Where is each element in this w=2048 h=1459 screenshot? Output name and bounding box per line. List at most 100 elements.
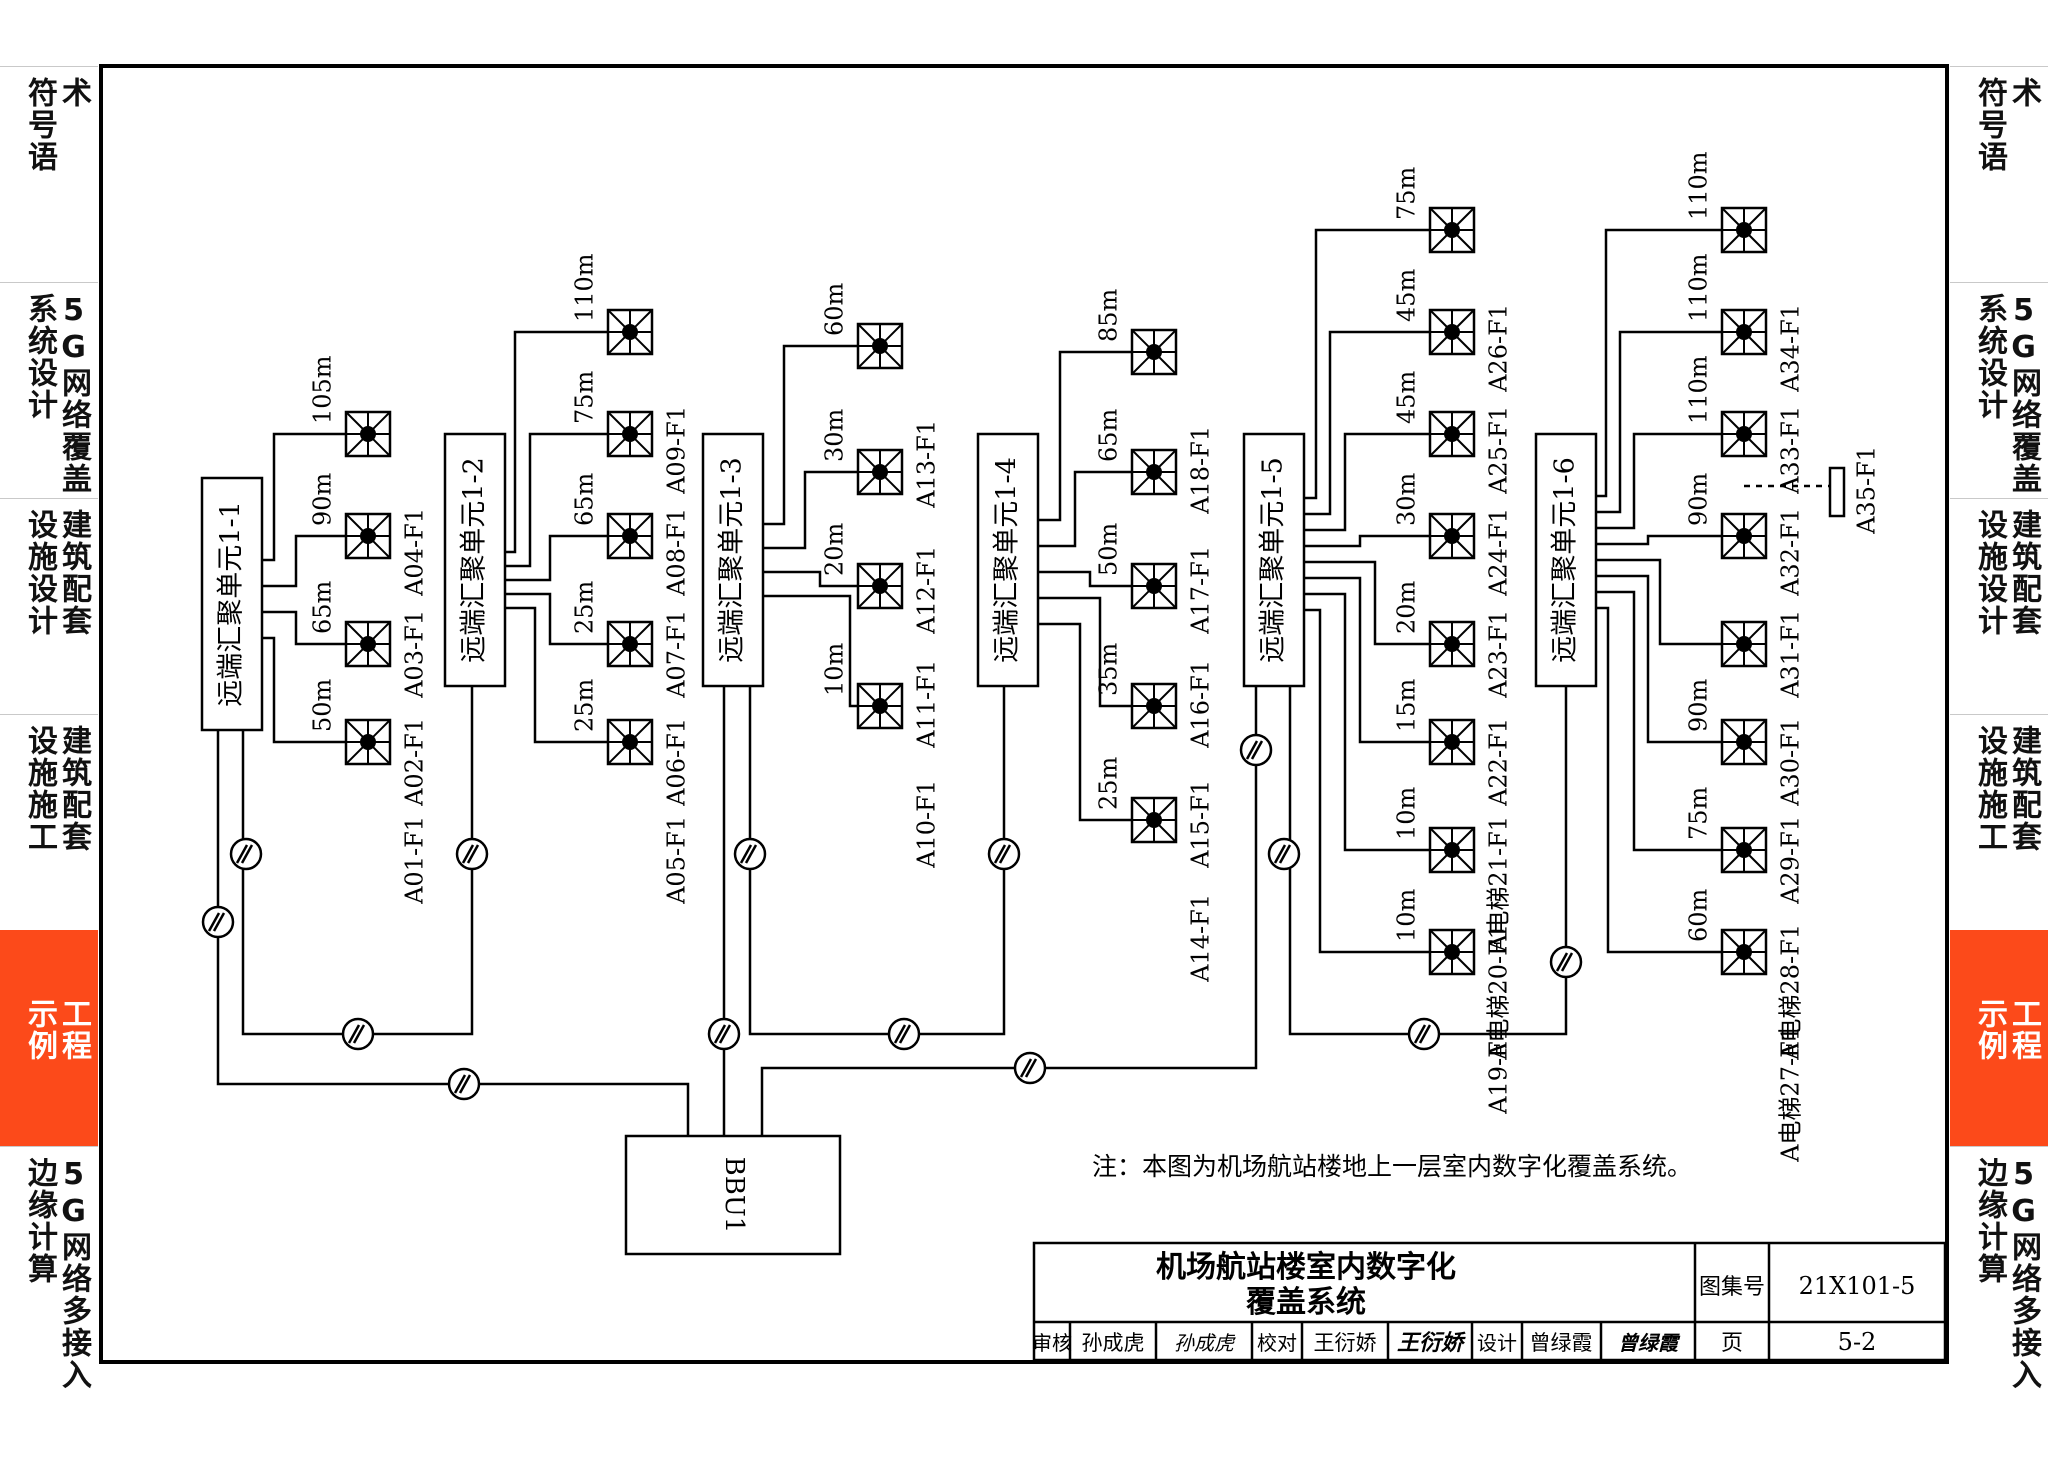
side-tab-examples[interactable]: 工程示例: [1950, 930, 2048, 1146]
atlas-label: 图集号: [1699, 1275, 1765, 1300]
antenna-icon: [606, 512, 654, 560]
remote-unit-box: [200, 476, 264, 732]
right-side-nav: 术符号语 5G网络覆盖系统设计 建筑配套设施设计 建筑配套设施施工 工程示例 5…: [1950, 0, 2048, 1459]
fiber-coupler-icon: [1013, 1051, 1047, 1085]
side-tab-terms[interactable]: 术符号语: [0, 66, 98, 282]
cable-length-label: 110m: [1685, 355, 1713, 424]
antenna-id-label: A34-F1: [1777, 304, 1805, 393]
fiber-coupler-icon: [229, 837, 263, 871]
cable-length-label: 75m: [571, 370, 599, 424]
bbu-box: [624, 1134, 842, 1256]
antenna-id-label: A10-F1: [913, 780, 941, 869]
antenna-id-label: A电梯28-F1: [1777, 924, 1805, 1061]
antenna-icon: [344, 718, 392, 766]
antenna-id-label: A31-F1: [1777, 610, 1805, 699]
fiber-coupler-icon: [987, 837, 1021, 871]
fiber-coupler-icon: [1549, 945, 1583, 979]
antenna-icon: [1130, 796, 1178, 844]
fiber-coupler-icon: [201, 905, 235, 939]
antenna-id-label: A08-F1: [663, 508, 691, 597]
remote-unit-label: 远端汇聚单元1-1: [216, 501, 247, 706]
side-tab-facility-design[interactable]: 建筑配套设施设计: [0, 498, 98, 714]
cable-length-label: 60m: [1685, 888, 1713, 942]
antenna-icon: [1720, 620, 1768, 668]
atlas-number: 21X101-5: [1799, 1272, 1916, 1300]
antenna-icon: [1720, 512, 1768, 560]
antenna-icon: [606, 718, 654, 766]
side-tab-5g-design[interactable]: 5G网络覆盖系统设计: [0, 282, 98, 498]
diagram-note: 注：本图为机场航站楼地上一层室内数字化覆盖系统。: [1092, 1152, 1692, 1181]
cable-length-label: 90m: [1685, 678, 1713, 732]
antenna-id-label: A29-F1: [1777, 816, 1805, 905]
designer-signature: 曾绿霞: [1618, 1331, 1681, 1355]
title-line-1: 机场航站楼室内数字化: [1156, 1250, 1456, 1285]
antenna-id-label: A03-F1: [401, 610, 429, 699]
cable-length-label: 110m: [1685, 253, 1713, 322]
remote-unit-label: 远端汇聚单元1-2: [459, 457, 490, 662]
remote-unit-box: [1242, 432, 1306, 688]
reviewer-signature: 孙成虎: [1174, 1331, 1236, 1355]
antenna-icon: [856, 448, 904, 496]
antenna-icon: [1428, 206, 1476, 254]
cable-length-label: 65m: [309, 580, 337, 634]
cable-length-label: 45m: [1393, 370, 1421, 424]
cable-length-label: 25m: [571, 678, 599, 732]
antenna-id-label: A05-F1: [663, 816, 691, 905]
cable-length-label: 90m: [1685, 472, 1713, 526]
antenna-id-label: A电梯21-F1: [1485, 816, 1513, 953]
antenna-id-label: A14-F1: [1187, 894, 1215, 983]
antenna-icon: [856, 682, 904, 730]
side-tab-mec[interactable]: 5G网络多接入边缘计算: [0, 1146, 98, 1391]
cable-length-label: 35m: [1095, 642, 1123, 696]
side-tab-terms[interactable]: 术符号语: [1950, 66, 2048, 282]
antenna-icon: [344, 620, 392, 668]
remote-unit-box: [976, 432, 1040, 688]
cable-length-label: 30m: [1393, 472, 1421, 526]
cable-length-label: 110m: [571, 253, 599, 322]
cable-length-label: 20m: [1393, 580, 1421, 634]
antenna-icon: [1428, 620, 1476, 668]
designer-name: 曾绿霞: [1530, 1331, 1593, 1355]
remote-unit-label: 远端汇聚单元1-4: [992, 457, 1023, 662]
title-block: [1032, 1241, 1947, 1362]
side-tab-facility-design[interactable]: 建筑配套设施设计: [1950, 498, 2048, 714]
antenna-id-label: A15-F1: [1187, 780, 1215, 869]
antenna-id-label: A24-F1: [1485, 508, 1513, 597]
antenna-id-label: A01-F1: [401, 816, 429, 905]
antenna-id-label: A32-F1: [1777, 508, 1805, 597]
antenna-icon: [344, 410, 392, 458]
remote-unit-label: 远端汇聚单元1-3: [717, 457, 748, 662]
side-tab-facility-construction[interactable]: 建筑配套设施施工: [0, 714, 98, 930]
remote-unit-label: 远端汇聚单元1-5: [1258, 457, 1289, 662]
side-tab-facility-construction[interactable]: 建筑配套设施施工: [1950, 714, 2048, 930]
antenna-icon: [1828, 466, 1846, 518]
cable-length-label: 75m: [1685, 786, 1713, 840]
side-tab-5g-design[interactable]: 5G网络覆盖系统设计: [1950, 282, 2048, 498]
antenna-id-label: A23-F1: [1485, 610, 1513, 699]
cable-length-label: 25m: [571, 580, 599, 634]
side-tab-mec[interactable]: 5G网络多接入边缘计算: [1950, 1146, 2048, 1391]
fiber-coupler-icon: [341, 1017, 375, 1051]
antenna-id-label: A09-F1: [663, 406, 691, 495]
antenna-icon: [1428, 308, 1476, 356]
review-label: 审核: [1032, 1331, 1072, 1355]
remote-unit-box: [701, 432, 765, 688]
fiber-coupler-icon: [707, 1017, 741, 1051]
side-tab-examples[interactable]: 工程示例: [0, 930, 98, 1146]
antenna-id-label: A17-F1: [1187, 546, 1215, 635]
fiber-coupler-icon: [1267, 837, 1301, 871]
antenna-id-label: A18-F1: [1187, 426, 1215, 515]
fiber-coupler-icon: [455, 837, 489, 871]
check-label: 校对: [1257, 1331, 1297, 1355]
bbu-label: BBU1: [719, 1157, 749, 1234]
antenna-icon: [606, 410, 654, 458]
antenna-id-label: A07-F1: [663, 610, 691, 699]
cable-length-label: 60m: [821, 282, 849, 336]
antenna-id-label: A35-F1: [1853, 446, 1881, 535]
checker-name: 王衍娇: [1314, 1331, 1377, 1355]
antenna-id-label: A19-F1: [1485, 1026, 1513, 1115]
fiber-coupler-icon: [1407, 1017, 1441, 1051]
page-number: 5-2: [1838, 1328, 1877, 1356]
design-label: 设计: [1477, 1331, 1517, 1355]
